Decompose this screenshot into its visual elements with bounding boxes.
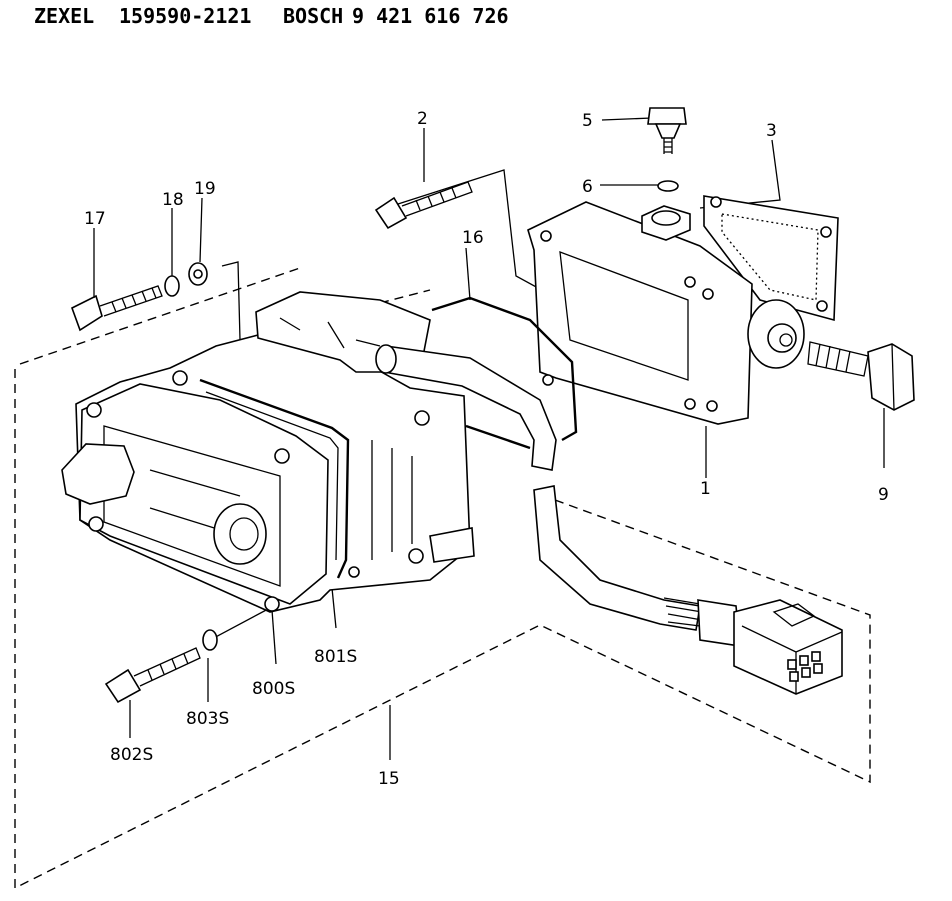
callout-1: 1 bbox=[700, 479, 711, 499]
callout-2: 2 bbox=[417, 109, 428, 129]
header-brand-zexel: ZEXEL bbox=[34, 4, 95, 28]
connector-plug-icon bbox=[733, 599, 843, 695]
actuator-body-icon bbox=[61, 291, 475, 613]
assembly-outline-dashed bbox=[14, 267, 871, 890]
callout-6: 6 bbox=[582, 177, 593, 197]
washer-6-icon bbox=[657, 180, 679, 192]
banjo-bolt-9-icon bbox=[807, 341, 915, 411]
bolt-802S-icon bbox=[104, 647, 201, 704]
callout-labels: 1 2 3 5 6 9 15 16 17 18 19 800S 801S 802… bbox=[84, 109, 889, 789]
callout-19: 19 bbox=[194, 179, 216, 199]
callout-802S: 802S bbox=[110, 745, 153, 765]
bolt-17-icon bbox=[71, 285, 163, 332]
callout-3: 3 bbox=[766, 121, 777, 141]
callout-5: 5 bbox=[582, 111, 593, 131]
gasket-3-icon bbox=[703, 195, 839, 322]
washer-18-icon bbox=[164, 275, 180, 297]
callout-803S: 803S bbox=[186, 709, 229, 729]
seal-16-icon bbox=[431, 296, 578, 450]
bolt-2-icon bbox=[374, 181, 473, 230]
header-brand-bosch: BOSCH bbox=[283, 4, 344, 28]
bracket-housing-1-icon bbox=[527, 201, 805, 425]
washer-803S-icon bbox=[202, 629, 218, 651]
callout-15: 15 bbox=[378, 769, 400, 789]
screw-5-icon bbox=[647, 107, 687, 154]
callout-801S: 801S bbox=[314, 647, 357, 667]
wire-harness-icon bbox=[375, 344, 741, 647]
callout-16: 16 bbox=[462, 228, 484, 248]
callout-18: 18 bbox=[162, 190, 184, 210]
header-part-number-zexel: 159590-2121 bbox=[119, 4, 252, 28]
header-part-number-bosch: 9 421 616 726 bbox=[352, 4, 509, 28]
callout-9: 9 bbox=[878, 485, 889, 505]
callout-800S: 800S bbox=[252, 679, 295, 699]
callout-17: 17 bbox=[84, 209, 106, 229]
